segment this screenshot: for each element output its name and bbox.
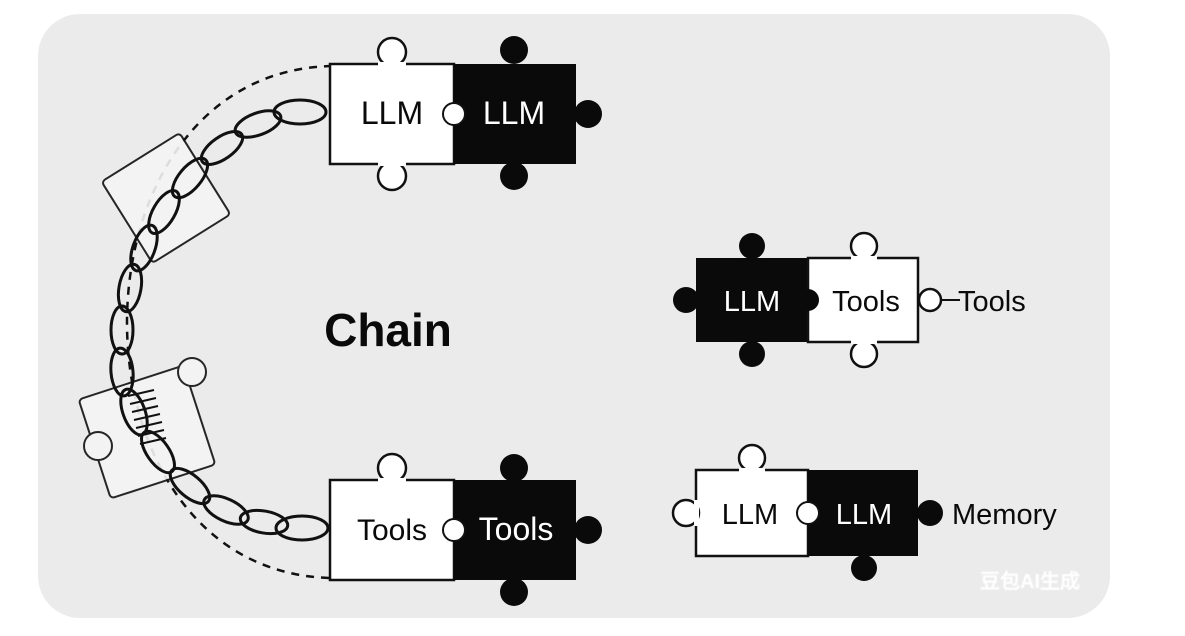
row2-black-label: LLM — [836, 499, 892, 531]
dashed-arc — [125, 64, 333, 580]
chain-link — [147, 189, 181, 235]
bottom-left-label: Tools — [357, 514, 427, 547]
chain-link — [109, 346, 135, 398]
row1-black-label: LLM — [724, 286, 780, 318]
chain-link — [109, 304, 135, 356]
chain-link — [199, 130, 245, 166]
puzzle-piece-icon — [328, 36, 456, 192]
ghost-knob-b — [177, 357, 207, 387]
right-row-1: LLM Tools Tools — [673, 231, 1026, 369]
right-row-2: LLM LLM Memory — [671, 443, 1057, 581]
row1-white-label: Tools — [832, 286, 900, 318]
top-left-label: LLM — [361, 95, 423, 131]
background-card — [38, 14, 1110, 618]
row2-white-label: LLM — [722, 499, 778, 531]
puzzle-piece-icon — [673, 233, 808, 367]
chain-title: Chain — [324, 304, 452, 356]
row2-suffix: Memory — [952, 499, 1057, 531]
chain-link — [202, 494, 250, 526]
watermark: 豆包AI生成 — [980, 569, 1080, 593]
top-right-label: LLM — [483, 95, 545, 131]
chain-link — [274, 514, 330, 542]
ghost-knob-a — [83, 431, 113, 461]
chain-link — [170, 156, 210, 200]
puzzle-piece-icon — [328, 452, 456, 582]
chain-link-icon — [109, 98, 330, 542]
puzzle-piece-icon — [671, 443, 810, 558]
chain-link — [168, 466, 212, 506]
chain-link — [129, 223, 159, 273]
puzzle-piece-icon — [797, 231, 943, 369]
puzzle-piece-icon — [442, 36, 602, 190]
top-pair: LLM LLM — [328, 36, 602, 192]
chain-link — [116, 262, 144, 314]
bottom-pair: Tools Tools — [328, 452, 602, 606]
puzzle-piece-icon — [796, 470, 943, 581]
puzzle-piece-icon — [442, 454, 602, 606]
chain-link — [238, 508, 290, 536]
spring-coil-icon — [127, 389, 167, 445]
bottom-right-label: Tools — [479, 511, 554, 547]
row1-suffix: Tools — [958, 286, 1026, 318]
